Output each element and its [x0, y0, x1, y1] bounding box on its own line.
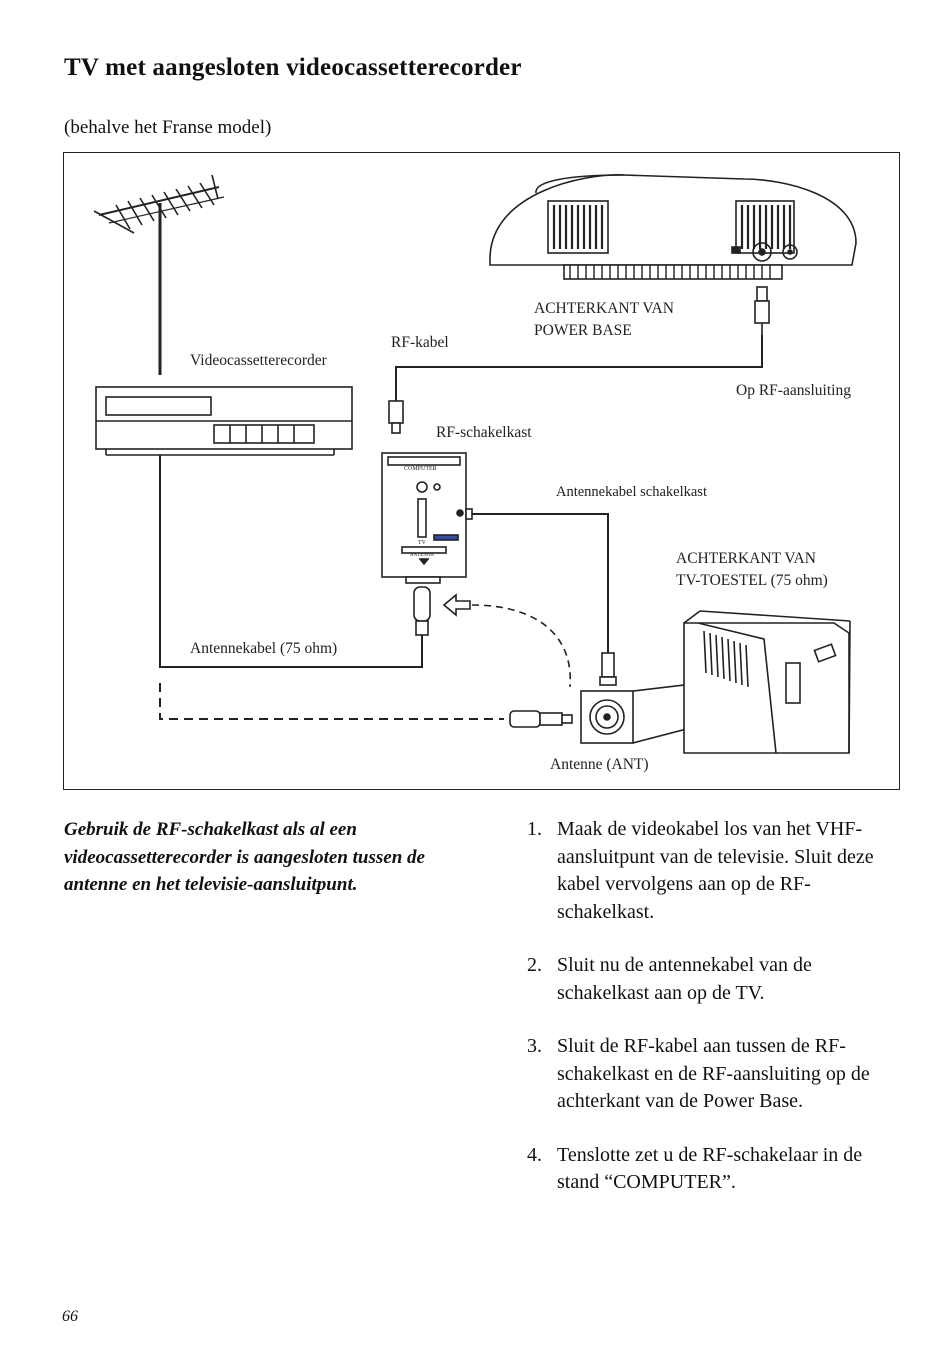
page-subtitle: (behalve het Franse model)	[64, 117, 272, 138]
step-item: 1. Maak de videokabel los van het VHF-aan…	[527, 816, 897, 926]
label-back-power-base-1: ACHTERKANT VAN	[534, 300, 674, 317]
step-text: Sluit de RF-kabel aan tussen de RF-schak…	[557, 1035, 870, 1112]
rf-switchbox-icon	[381, 452, 473, 584]
label-antenna-cable: Antennekabel (75 ohm)	[190, 640, 338, 657]
label-antenna-ant: Antenne (ANT)	[550, 756, 649, 773]
step-number: 3.	[527, 1035, 542, 1057]
page-number: 66	[62, 1308, 78, 1325]
label-switch-computer: COMPUTER	[404, 466, 437, 472]
step-number: 4.	[527, 1143, 542, 1166]
label-rf-connection: Op RF-aansluiting	[736, 382, 851, 399]
label-rf-switchbox: RF-schakelkast	[436, 424, 532, 441]
tv-set-icon	[683, 610, 851, 754]
label-back-tv-1: ACHTERKANT VAN	[676, 550, 816, 567]
vcr-icon	[95, 386, 353, 456]
step-item: 4. Tenslotte zet u de RF-schakelaar in de…	[527, 1142, 897, 1197]
antenna-icon	[93, 174, 225, 375]
step-number: 1.	[527, 818, 542, 840]
step-text: Sluit nu de antennekabel van de schakelk…	[557, 954, 812, 1004]
label-vcr: Videocassetterecorder	[190, 352, 327, 369]
power-base-icon	[489, 174, 857, 280]
step-text: Maak de videokabel los van het VHF-aansl…	[557, 818, 874, 923]
diagram-drawing	[93, 174, 857, 754]
label-rf-cable: RF-kabel	[391, 334, 449, 351]
connection-diagram: Videocassetterecorder RF-kabel ACHTERKAN…	[63, 152, 900, 790]
step-item: 2. Sluit nu de antennekabel van de schake…	[527, 952, 897, 1007]
label-back-power-base-2: POWER BASE	[534, 322, 632, 339]
page-title: TV met aangesloten videocassetterecorder	[64, 54, 522, 81]
label-switch-antenna: ANTENNA	[410, 553, 435, 558]
label-back-tv-2: TV-TOESTEL (75 ohm)	[676, 572, 828, 589]
label-switch-tv: TV	[418, 540, 426, 546]
instruction-steps: 1. Maak de videokabel los van het VHF-aan…	[527, 816, 897, 1223]
step-item: 3. Sluit de RF-kabel aan tussen de RF-sch…	[527, 1033, 897, 1116]
step-number: 2.	[527, 954, 542, 976]
usage-note: Gebruik de RF-schakelkast als al een vid…	[64, 819, 425, 895]
label-switchbox-antenna-cable: Antennekabel schakelkast	[556, 484, 707, 500]
step-text: Tenslotte zet u de RF-schakelaar in de s…	[557, 1143, 863, 1194]
tv-antenna-jack-icon	[580, 690, 634, 744]
